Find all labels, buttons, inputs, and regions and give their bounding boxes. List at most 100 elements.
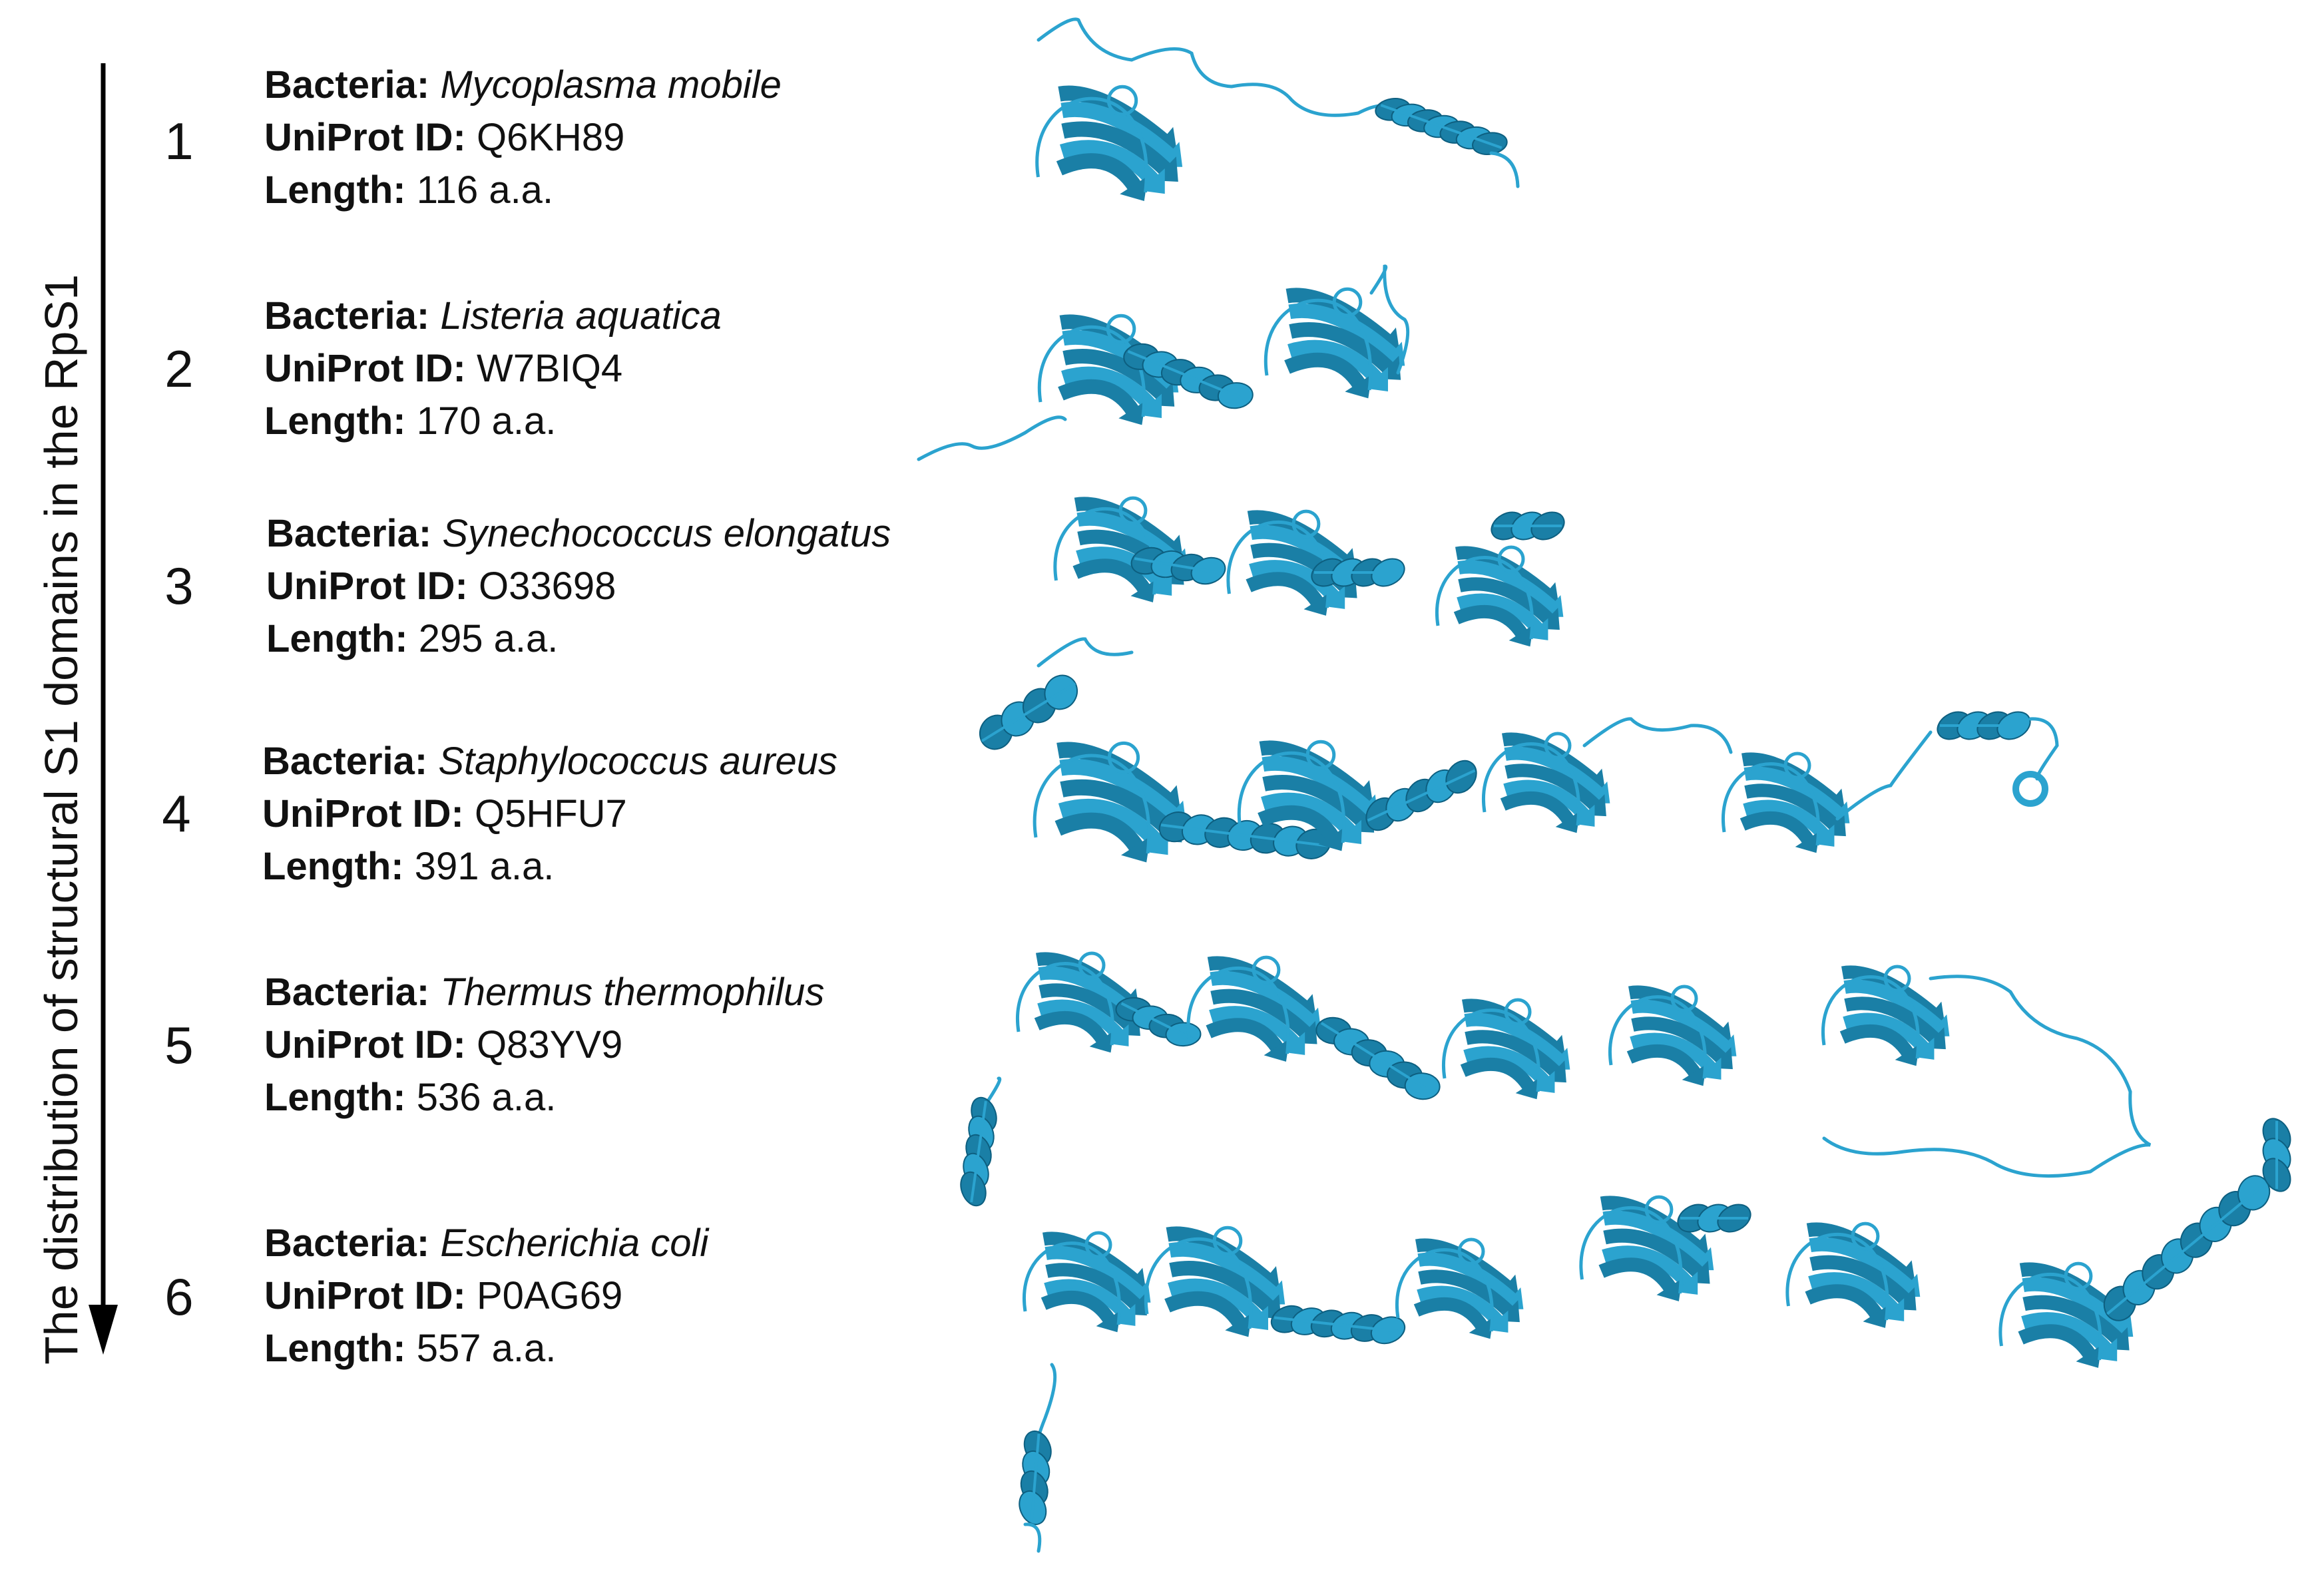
beta-barrel: [1186, 955, 1321, 1062]
kingdom-label: Bacteria:: [264, 971, 430, 1014]
alpha-helix: [1937, 711, 2031, 740]
coil-loop: [1023, 1522, 1042, 1553]
protein-structure-3: [1037, 496, 1565, 668]
beta-barrel: [1721, 752, 1850, 853]
protein-structure-5: [960, 951, 2152, 1207]
alpha-helix: [1130, 547, 1226, 585]
alpha-helix: [960, 1096, 997, 1207]
entry-number: 2: [164, 339, 194, 398]
length-value: 391 a.a.: [414, 845, 555, 888]
species-name: Mycoplasma mobile: [440, 63, 782, 107]
protein-structure-2: [917, 264, 1410, 461]
uniprot-label: UniProt ID:: [264, 347, 466, 390]
length-label: Length:: [264, 1076, 406, 1119]
beta-barrel: [1435, 545, 1564, 647]
entry-number: 3: [164, 557, 194, 615]
beta-barrel: [1053, 496, 1188, 602]
beta-barrel: [1264, 287, 1405, 399]
alpha-helix: [1491, 511, 1565, 541]
entry-info: Bacteria: Listeria aquatica UniProt ID: …: [264, 290, 722, 447]
coil-loop: [1489, 151, 1520, 188]
beta-barrel: [1998, 1261, 2134, 1368]
uniprot-label: UniProt ID:: [264, 1274, 466, 1317]
alpha-helix: [2103, 1175, 2271, 1321]
coil-loop: [2012, 771, 2048, 807]
kingdom-label: Bacteria:: [266, 512, 432, 555]
beta-barrel: [1608, 985, 1737, 1086]
alpha-helix: [1375, 98, 1508, 155]
entry-info: Bacteria: Synechococcus elongatus UniPro…: [266, 507, 891, 665]
length-value: 536 a.a.: [416, 1076, 557, 1119]
species-name: Escherichia coli: [440, 1222, 709, 1265]
length-label: Length:: [264, 399, 406, 443]
uniprot-id: Q5HFU7: [474, 792, 627, 835]
protein-structure-6: [1019, 1118, 2291, 1553]
beta-barrel: [1785, 1222, 1921, 1328]
alpha-helix: [1270, 1305, 1406, 1345]
length-value: 557 a.a.: [416, 1327, 557, 1370]
entry-info: Bacteria: Escherichia coli UniProt ID: P…: [264, 1217, 708, 1375]
uniprot-label: UniProt ID:: [266, 564, 468, 608]
alpha-helix: [1677, 1204, 1751, 1233]
alpha-helix: [2262, 1118, 2291, 1192]
length-label: Length:: [264, 1327, 406, 1370]
beta-barrel: [1237, 740, 1379, 851]
protein-structure-1: [1035, 17, 1520, 201]
entry-info: Bacteria: Thermus thermophilus UniProt I…: [264, 966, 824, 1124]
uniprot-id: Q6KH89: [476, 116, 625, 159]
protein-structure-4: [979, 674, 2059, 863]
species-name: Listeria aquatica: [440, 294, 722, 337]
beta-barrel: [1033, 741, 1187, 863]
beta-barrel: [1481, 732, 1610, 833]
entry-number: 6: [164, 1267, 194, 1326]
entry-info: Bacteria: Mycoplasma mobile UniProt ID: …: [264, 59, 782, 216]
kingdom-label: Bacteria:: [264, 294, 430, 337]
beta-barrel: [1144, 1226, 1285, 1337]
beta-barrel: [1395, 1237, 1524, 1339]
uniprot-id: P0AG69: [476, 1274, 623, 1317]
coil-loop: [1835, 730, 1933, 821]
uniprot-id: Q83YV9: [476, 1023, 623, 1066]
length-value: 170 a.a.: [416, 399, 557, 443]
uniprot-label: UniProt ID:: [264, 116, 466, 159]
uniprot-id: W7BIQ4: [476, 347, 623, 390]
entry-info: Bacteria: Staphylococcus aureus UniProt …: [262, 735, 837, 893]
uniprot-id: O33698: [478, 564, 616, 608]
length-label: Length:: [264, 168, 406, 212]
coil-loop: [1369, 264, 1410, 375]
alpha-helix: [1115, 997, 1202, 1047]
beta-barrel: [1035, 85, 1183, 201]
beta-barrel: [1579, 1195, 1714, 1301]
entry-number: 1: [164, 112, 194, 170]
coil-loop: [1037, 637, 1134, 668]
alpha-helix: [1019, 1430, 1052, 1526]
uniprot-label: UniProt ID:: [262, 792, 464, 835]
entry-number: 4: [162, 784, 191, 843]
coil-loop: [1037, 17, 1393, 117]
length-label: Length:: [262, 845, 404, 888]
coil-loop: [917, 415, 1067, 461]
beta-barrel: [1821, 965, 1950, 1066]
kingdom-label: Bacteria:: [262, 740, 428, 783]
beta-barrel: [1441, 998, 1570, 1100]
coil-loop: [1582, 717, 1733, 754]
alpha-helix: [1365, 760, 1477, 831]
species-name: Synechococcus elongatus: [442, 512, 891, 555]
uniprot-label: UniProt ID:: [264, 1023, 466, 1066]
species-name: Thermus thermophilus: [440, 971, 825, 1014]
alpha-helix: [1315, 1016, 1441, 1100]
length-value: 295 a.a.: [418, 617, 559, 660]
coil-loop: [2028, 717, 2059, 781]
length-label: Length:: [266, 617, 408, 660]
length-value: 116 a.a.: [416, 168, 554, 212]
kingdom-label: Bacteria:: [264, 1222, 430, 1265]
entry-number: 5: [164, 1016, 194, 1074]
alpha-helix: [1158, 811, 1331, 859]
kingdom-label: Bacteria:: [264, 63, 430, 107]
alpha-helix: [979, 674, 1078, 750]
alpha-helix: [1123, 343, 1254, 409]
species-name: Staphylococcus aureus: [438, 740, 838, 783]
coil-loop: [1822, 975, 2152, 1178]
